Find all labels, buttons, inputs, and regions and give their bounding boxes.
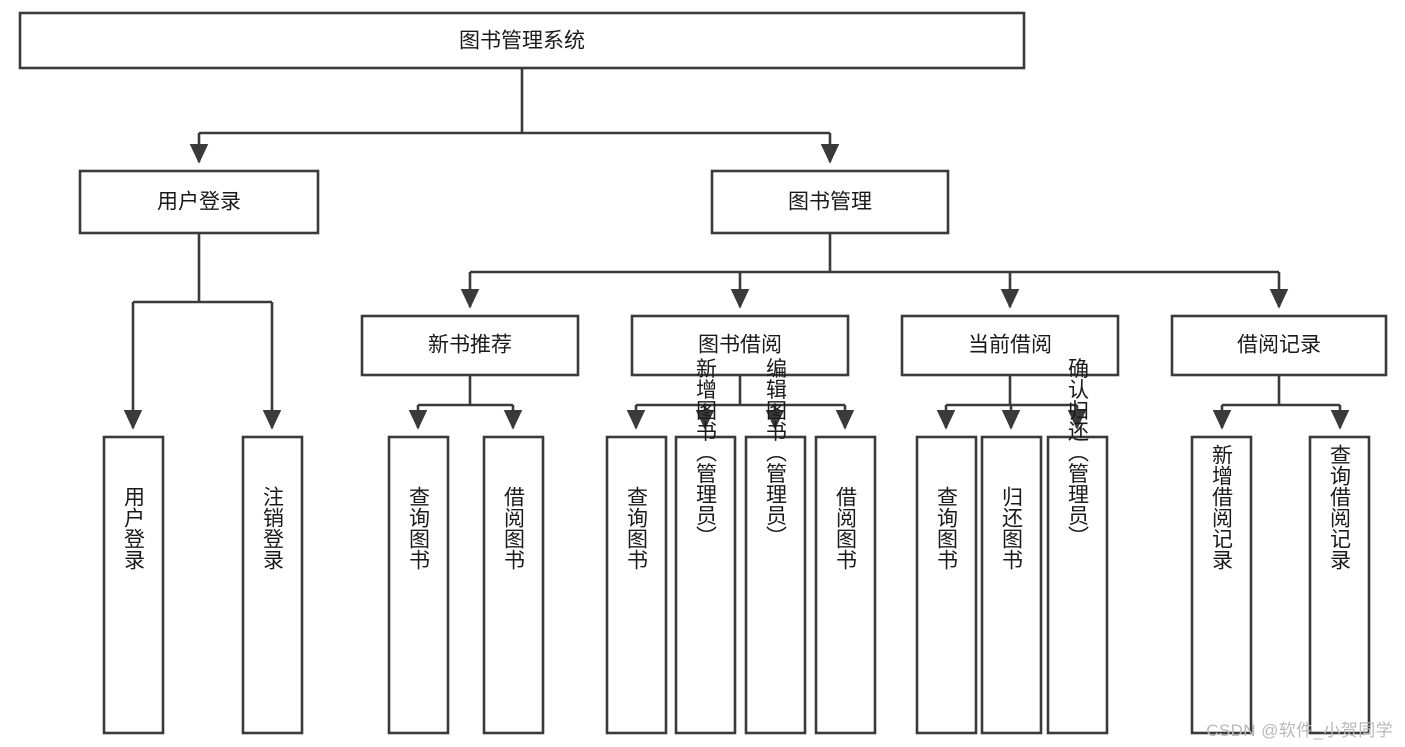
node-new-book-recommend-label: 新书推荐 — [428, 334, 512, 357]
leaf-add-book-label: 新增图书（管理员） — [694, 358, 718, 547]
leaf-borrow-book-2-label: 借阅图书 — [834, 486, 858, 570]
leaf-query-book-1-label: 查询图书 — [407, 486, 431, 570]
leaf-edit-book-label: 编辑图书（管理员） — [764, 358, 788, 547]
leaf-query-book-1[interactable]: 查询图书 — [387, 435, 450, 735]
node-root[interactable]: 图书管理系统 — [18, 11, 1026, 70]
leaf-logout-login-label: 注销登录 — [261, 486, 285, 570]
leaf-borrow-book-1[interactable]: 借阅图书 — [482, 435, 545, 735]
leaf-edit-book[interactable]: 编辑图书（管理员） — [744, 358, 807, 735]
leaf-return-book[interactable]: 归还图书 — [980, 435, 1043, 735]
node-root-label: 图书管理系统 — [459, 30, 585, 53]
leaf-query-book-3[interactable]: 查询图书 — [915, 435, 978, 735]
leaf-return-book-label: 归还图书 — [1000, 486, 1024, 570]
node-book-management[interactable]: 图书管理 — [710, 169, 950, 235]
leaf-borrow-book-2[interactable]: 借阅图书 — [814, 435, 877, 735]
node-current-borrow[interactable]: 当前借阅 — [900, 314, 1120, 377]
node-new-book-recommend[interactable]: 新书推荐 — [360, 314, 580, 377]
node-user-login-label: 用户登录 — [157, 191, 241, 214]
node-book-borrow[interactable]: 图书借阅 — [630, 314, 850, 377]
leaf-query-book-2[interactable]: 查询图书 — [605, 435, 668, 735]
leaf-query-book-2-label: 查询图书 — [625, 486, 649, 570]
node-book-management-label: 图书管理 — [788, 191, 872, 214]
node-current-borrow-label: 当前借阅 — [968, 334, 1052, 357]
leaf-user-login-label: 用户登录 — [122, 486, 146, 570]
leaf-query-book-3-label: 查询图书 — [935, 486, 959, 570]
leaf-add-record[interactable]: 新增借阅记录 — [1190, 435, 1253, 735]
leaf-user-login[interactable]: 用户登录 — [102, 435, 165, 735]
node-borrow-record[interactable]: 借阅记录 — [1170, 314, 1388, 377]
leaf-borrow-book-1-label: 借阅图书 — [502, 486, 526, 570]
node-borrow-record-label: 借阅记录 — [1237, 334, 1321, 357]
leaf-confirm-return[interactable]: 确认归还（管理员） — [1046, 358, 1109, 735]
node-book-borrow-label: 图书借阅 — [698, 334, 782, 357]
csdn-watermark: CSDN @软件_小贺同学 — [1206, 721, 1393, 740]
node-user-login[interactable]: 用户登录 — [78, 169, 320, 235]
leaf-confirm-return-label: 确认归还（管理员） — [1066, 358, 1090, 547]
leaf-logout-login[interactable]: 注销登录 — [241, 435, 304, 735]
leaf-add-record-label: 新增借阅记录 — [1210, 444, 1234, 570]
leaf-query-record[interactable]: 查询借阅记录 — [1308, 435, 1371, 735]
leaf-add-book[interactable]: 新增图书（管理员） — [674, 358, 737, 735]
leaf-query-record-label: 查询借阅记录 — [1328, 444, 1352, 570]
